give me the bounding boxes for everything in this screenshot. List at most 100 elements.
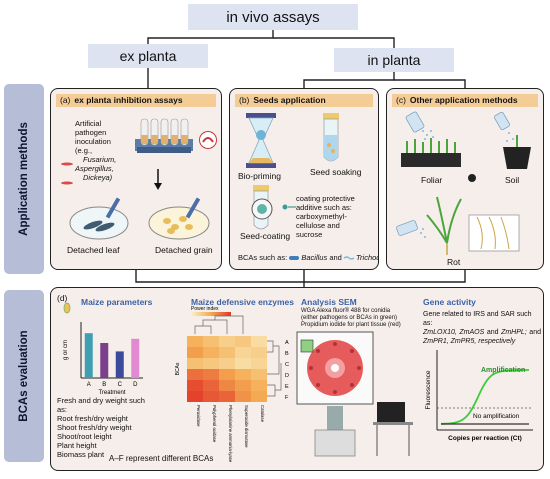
sem-line: (either pathogens or BCAs in green) xyxy=(301,315,398,321)
fd-line: Fresh and dry weight such xyxy=(57,396,145,405)
gene-text: Gene related to IRS and SAR such as: ZmL… xyxy=(423,310,541,346)
coating-line: sucrose xyxy=(296,230,323,239)
amp-series-amplification xyxy=(441,369,529,425)
coating-line: additive such as: xyxy=(296,203,352,212)
panel-a-tag: (a) xyxy=(60,95,71,105)
seed-coating-label: Seed-coating xyxy=(240,231,291,241)
panel-c-title-text: Other application methods xyxy=(409,95,518,105)
gene-zmaos: ZmAOS xyxy=(459,329,485,336)
bca-trichoderma: Trichoderma xyxy=(356,253,378,262)
application-methods-label: Application methods xyxy=(4,84,44,274)
coating-line: coating protective xyxy=(296,194,355,203)
inoc-line: inoculation xyxy=(75,137,111,146)
heatmap-cell-C-4 xyxy=(235,358,251,369)
bar-D xyxy=(131,338,140,378)
inoc-line: pathogen xyxy=(75,128,107,137)
gene-activity-title: Gene activity xyxy=(423,297,476,307)
heatmap-cell-C-5 xyxy=(251,358,267,369)
bca-bacillus: Bacillus xyxy=(301,253,328,262)
panel-b-tag: (b) xyxy=(239,95,250,105)
fd-line: Shoot fresh/dry weight xyxy=(57,423,132,432)
heatmap-cell-E-2 xyxy=(203,380,219,391)
bar-B xyxy=(100,343,109,378)
panel-b-title-text: Seeds application xyxy=(253,95,326,105)
bcas-prefix: BCAs such as: xyxy=(238,253,288,262)
gene-and: and xyxy=(486,329,499,336)
heatmap-cell-A-4 xyxy=(235,336,251,347)
pathogen-dickeya: Dickeya) xyxy=(83,173,113,182)
heatmap-legend-bar xyxy=(191,312,231,316)
heatmap-col-2: Polyphenol oxidase xyxy=(212,405,217,443)
analysis-sem-title: Analysis SEM xyxy=(301,297,357,307)
fd-line: Plant height xyxy=(57,441,97,450)
fd-line: Biomass plant xyxy=(57,450,105,459)
in-vivo-assays-header: in vivo assays xyxy=(188,4,358,30)
heatmap-cell-B-2 xyxy=(203,347,219,358)
heatmap-cell-D-1 xyxy=(187,369,203,380)
heatmap-cell-A-1 xyxy=(187,336,203,347)
heatmap-cell-B-1 xyxy=(187,347,203,358)
heatmap-cell-E-1 xyxy=(187,380,203,391)
heatmap-cell-C-2 xyxy=(203,358,219,369)
fd-line: Shoot/root leight xyxy=(57,432,112,441)
heatmap-cell-F-2 xyxy=(203,391,219,402)
heatmap-row-E: E xyxy=(285,384,289,390)
heatmap-cell-D-2 xyxy=(203,369,219,380)
detached-leaf-dish-icon xyxy=(69,197,129,240)
gene-line: Gene related to IRS and SAR such as: xyxy=(423,311,532,327)
bar-A xyxy=(84,333,93,378)
seed-soaking-label: Seed soaking xyxy=(310,167,362,177)
panel-bcas-evaluation: (d) Maize parameters Maize defensive enz… xyxy=(50,287,544,471)
gene-line-3: ZmPR1, ZmPR5, respectively xyxy=(423,337,541,346)
heatmap-cell-F-4 xyxy=(235,391,251,402)
column-dendrogram xyxy=(194,315,244,334)
bcas-evaluation-text: BCAs evaluation xyxy=(18,330,30,422)
bar-tick-A: A xyxy=(87,382,91,388)
heatmap-cell-E-3 xyxy=(219,380,235,391)
pathogen-icons xyxy=(61,162,73,185)
root-application-icon xyxy=(396,196,520,255)
sem-microscope-icon xyxy=(296,331,413,457)
amp-y-label: Fluorescence xyxy=(425,370,432,409)
gene-zmlox10: ZmLOX10, xyxy=(423,329,457,336)
detached-grain-label: Detached grain xyxy=(155,245,213,255)
heatmap-cell-E-4 xyxy=(235,380,251,391)
gene-zmhpl: ZmHPL; xyxy=(501,329,527,336)
heatmap-col-5: Catalase xyxy=(260,405,265,423)
heatmap-row-B: B xyxy=(285,351,289,357)
pathogen-fusarium: Fusarium, xyxy=(83,155,117,164)
panel-a-title: (a)ex planta inhibition assays xyxy=(56,94,216,107)
coating-note: coating protective additive such as: car… xyxy=(296,194,355,239)
bca-and: and xyxy=(329,253,342,262)
heatmap-cell-A-5 xyxy=(251,336,267,347)
heatmap-cell-C-1 xyxy=(187,358,203,369)
bacillus-icon xyxy=(289,256,300,261)
heatmap-cell-B-5 xyxy=(251,347,267,358)
heatmap-row-D: D xyxy=(285,373,289,379)
panel-seeds-application: (b)Seeds application Bio-priming Seed so… xyxy=(229,88,379,270)
amp-label-amplification: Amplification xyxy=(481,367,525,374)
coating-line: cellulose and xyxy=(296,221,340,230)
fd-line: as: xyxy=(57,405,68,414)
fresh-dry-list: Fresh and dry weight such as: Root fresh… xyxy=(57,396,145,459)
amp-label-no-amplification: No amplification xyxy=(473,413,520,420)
maize-enzymes-title: Maize defensive enzymes xyxy=(191,297,294,307)
foliar-spray-icon xyxy=(401,111,461,167)
heatmap-row-C: C xyxy=(285,362,289,368)
panel-d-tag: (d) xyxy=(57,293,68,303)
sem-line: WGA Alexa fluor® 488 for conidia xyxy=(301,308,391,314)
seed-coating-tube-icon xyxy=(251,185,273,230)
bar-C xyxy=(115,351,124,378)
heatmap-cell-D-5 xyxy=(251,369,267,380)
dendro-right-path xyxy=(267,340,282,397)
heatmap-cell-F-5 xyxy=(251,391,267,402)
bio-priming-label: Bio-priming xyxy=(238,171,281,181)
heatmap-cell-A-2 xyxy=(203,336,219,347)
heatmap-cell-C-3 xyxy=(219,358,235,369)
foliar-label: Foliar xyxy=(421,175,443,185)
in-planta-header: in planta xyxy=(334,48,454,72)
bar-y-label: g or cm xyxy=(63,340,69,360)
